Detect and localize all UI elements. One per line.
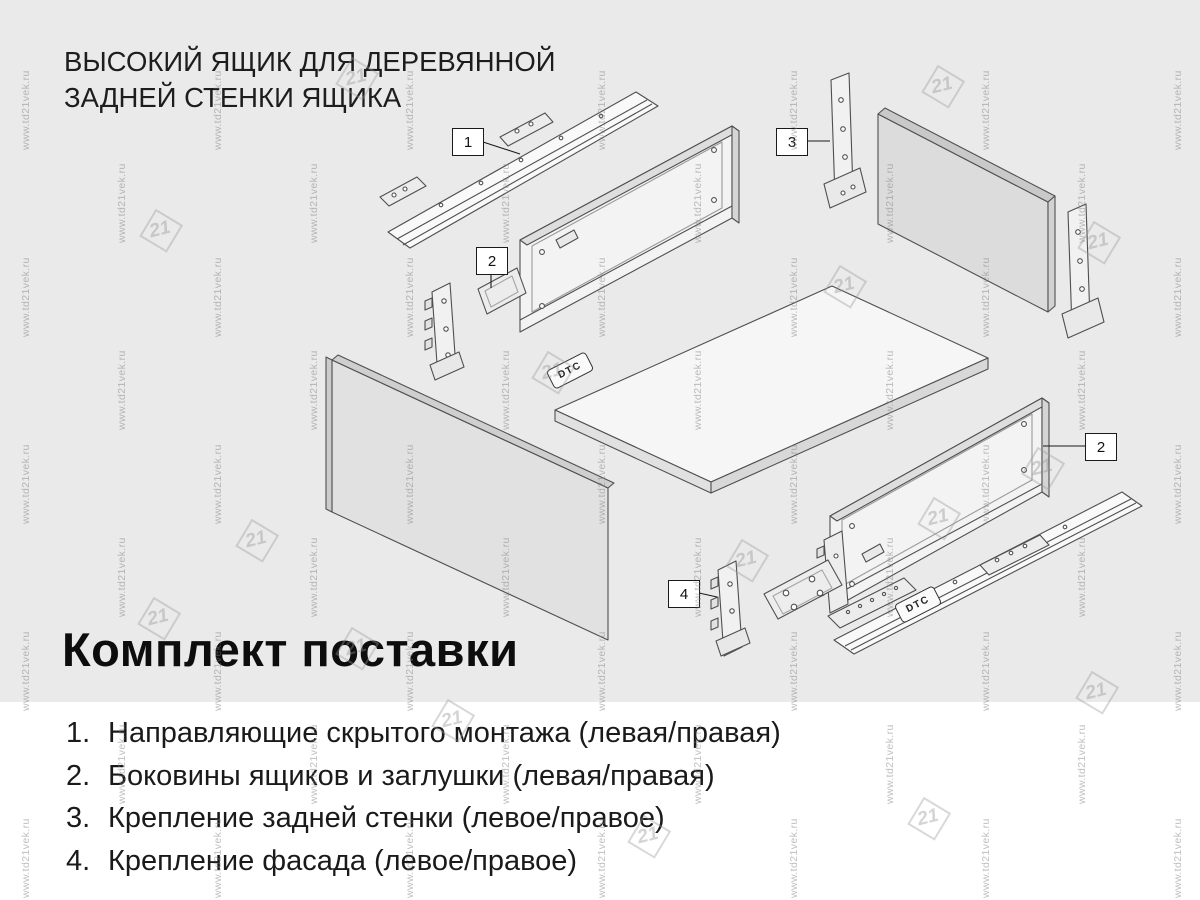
facade-bracket-right (710, 560, 751, 657)
back-bracket-right (1061, 203, 1105, 339)
list-background (0, 702, 1200, 900)
slide-rail-left (379, 91, 659, 249)
kit-item-number: 2. (66, 759, 91, 792)
page-title-line1: ВЫСОКИЙ ЯЩИК ДЛЯ ДЕРЕВЯННОЙ (64, 46, 556, 77)
page-title: ВЫСОКИЙ ЯЩИК ДЛЯ ДЕРЕВЯННОЙ ЗАДНЕЙ СТЕНК… (64, 44, 556, 116)
callout-leader-lines (482, 140, 1085, 598)
back-panel (877, 107, 1056, 313)
kit-item-text: Крепление фасада (левое/правое) (108, 844, 578, 877)
callout-1: 1 (452, 128, 484, 156)
page-title-line2: ЗАДНЕЙ СТЕНКИ ЯЩИКА (64, 82, 402, 113)
side-panel-left (519, 125, 740, 333)
side-panel-right (816, 397, 1050, 614)
kit-item-text: Крепление задней стенки (левое/правое) (108, 802, 665, 834)
cover-cap (477, 267, 527, 315)
kit-item: 2. Боковины ящиков и заглушки (левая/пра… (66, 755, 781, 798)
kit-item-number: 4. (66, 844, 91, 877)
kit-item: 3. Крепление задней стенки (левое/правое… (66, 797, 781, 840)
kit-item: 1. Направляющие скрытого монтажа (левая/… (66, 712, 781, 755)
kit-item-text: Направляющие скрытого монтажа (левая/пра… (108, 717, 781, 749)
facade-mount-plate (763, 559, 843, 620)
kit-heading: Комплект поставки (62, 623, 519, 676)
kit-item: 4. Крепление фасада (левое/правое) (66, 840, 781, 883)
front-panel (325, 354, 615, 641)
callout-2-left: 2 (476, 247, 508, 275)
callout-3: 3 (776, 128, 808, 156)
kit-item-text: Боковины ящиков и заглушки (левая/правая… (108, 759, 715, 792)
facade-bracket-left (424, 282, 465, 381)
kit-list: 1. Направляющие скрытого монтажа (левая/… (66, 712, 781, 882)
kit-item-number: 1. (66, 717, 91, 749)
kit-item-number: 3. (66, 802, 91, 834)
callout-2-right: 2 (1085, 433, 1117, 461)
back-bracket-left (823, 72, 867, 209)
bottom-panel (554, 285, 989, 494)
callout-4: 4 (668, 580, 700, 608)
